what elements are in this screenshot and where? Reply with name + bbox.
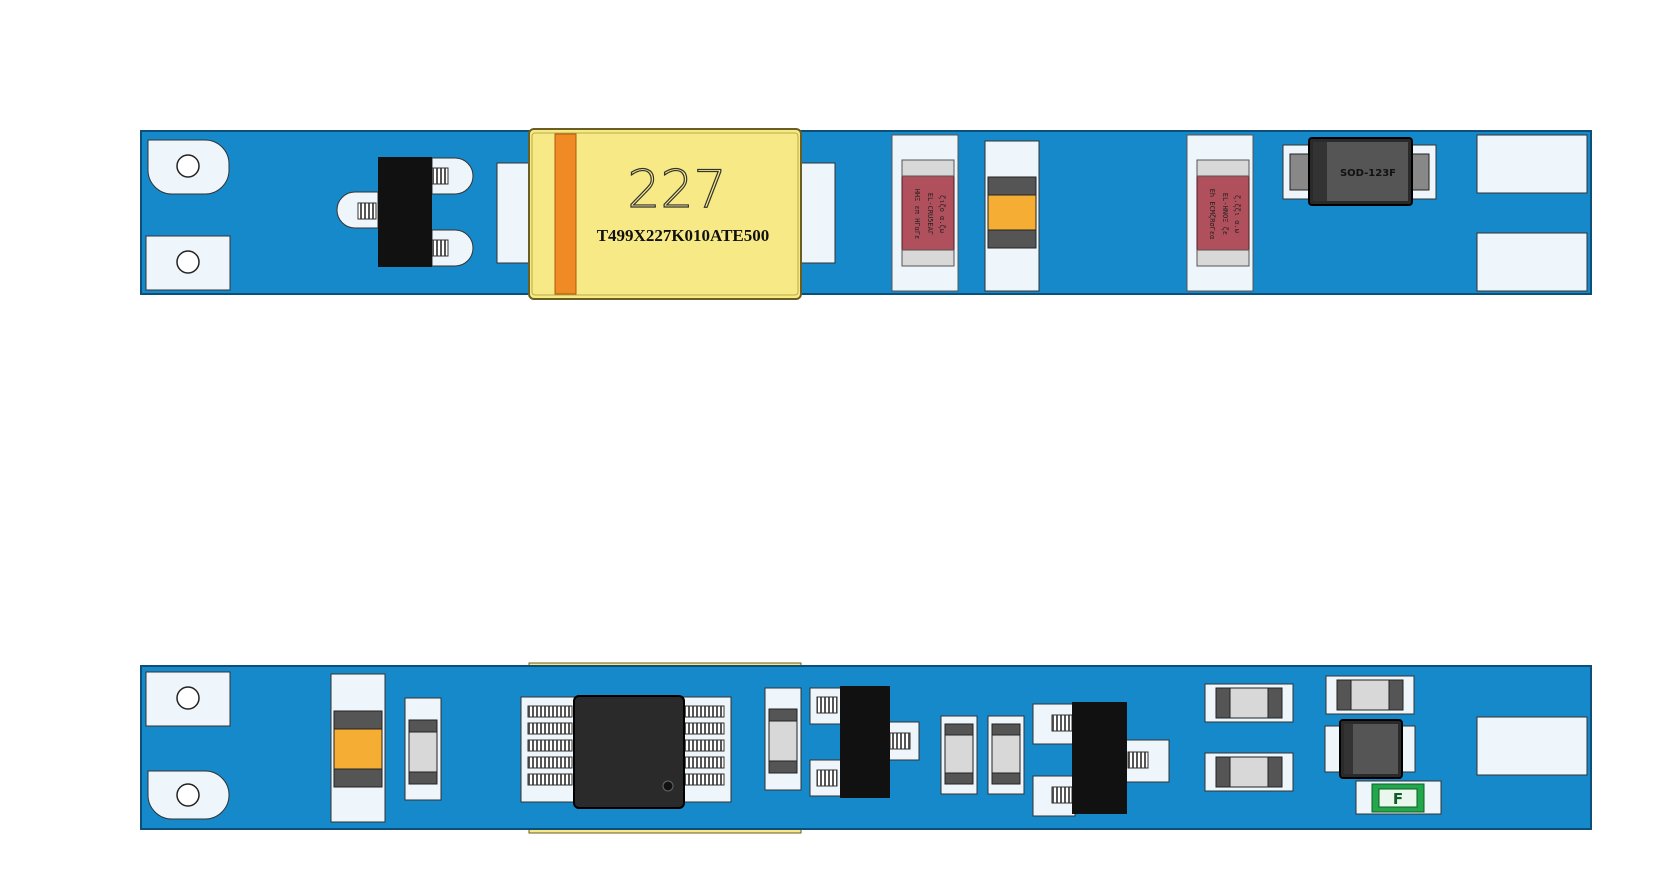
top-chip-capacitor	[984, 140, 1040, 292]
diode-2-mark-1: Eh ECMζRσΓεα	[1208, 189, 1216, 240]
bottom-sod-diode	[1324, 719, 1416, 779]
diode-1-mark-2: EL-CRU5ΕΑΓ	[926, 193, 934, 235]
bottom-resistor-4	[987, 715, 1025, 795]
tantalum-code: T499X227K010ATE500	[597, 226, 770, 245]
melf-diode-1: ΗΗΞ επ ΗΓαΓε EL-CRU5ΕΑΓ ζιζο α.ζω	[891, 134, 959, 292]
diode-1-mark-1: ΗΗΞ επ ΗΓαΓε	[913, 189, 921, 240]
top-mount-hole-square	[145, 235, 231, 291]
hole-icon	[176, 686, 200, 710]
bottom-sot23-2	[1032, 702, 1170, 817]
hole-icon	[176, 250, 200, 274]
bottom-connector-pad	[1476, 716, 1588, 776]
bottom-resistor-1	[404, 697, 442, 801]
top-connector-pad-1	[1476, 134, 1588, 194]
sod123f-diode: SOD-123F	[1282, 137, 1437, 206]
bottom-resistor-7	[1325, 675, 1415, 715]
melf-diode-2: Eh ECMζRσΓεα EL-ΗΝΟΞ ζε ζ.ζζι α.ω	[1186, 134, 1254, 292]
diode-2-mark-2: EL-ΗΝΟΞ ζε	[1221, 193, 1229, 235]
sod-label: SOD-123F	[1340, 168, 1396, 179]
diode-2-mark-3: ζ.ζζι α.ω	[1233, 195, 1241, 233]
bottom-mount-hole-square	[145, 671, 231, 727]
bottom-view: F	[140, 662, 1592, 834]
top-view: 227 T499X227K010ATE500 ΗΗΞ επ ΗΓαΓε EL-C…	[140, 128, 1592, 300]
polarity-band	[554, 133, 577, 295]
top-sot23-transistor	[336, 157, 474, 267]
bottom-fuse: F	[1355, 780, 1442, 815]
pin1-marker-icon	[662, 780, 674, 792]
bottom-resistor-3	[940, 715, 978, 795]
tantalum-value: 227	[627, 160, 726, 220]
tantalum-capacitor: 227 T499X227K010ATE500	[528, 128, 802, 300]
soic8-ic	[520, 695, 732, 809]
bottom-sot23-1	[809, 686, 920, 798]
bottom-mount-hole-slot	[147, 770, 230, 820]
diode-1-mark-3: ζιζο α.ζω	[938, 195, 946, 233]
top-connector-pad-2	[1476, 232, 1588, 292]
bottom-resistor-2	[764, 687, 802, 791]
bottom-chip-capacitor	[330, 673, 386, 823]
bottom-resistor-5	[1204, 683, 1294, 723]
bottom-resistor-6	[1204, 752, 1294, 792]
hole-icon	[176, 783, 200, 807]
hole-icon	[176, 154, 200, 178]
fuse-label: F	[1393, 790, 1403, 808]
top-mount-hole-slot	[147, 139, 230, 195]
